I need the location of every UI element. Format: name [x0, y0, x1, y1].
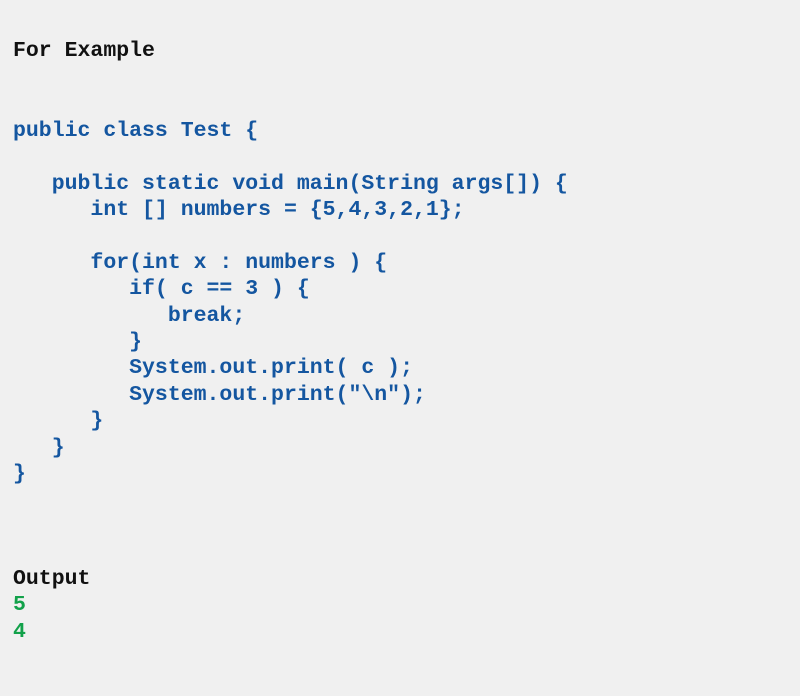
example-heading: For Example — [13, 39, 155, 63]
code-line: int [] numbers = {5,4,3,2,1}; — [13, 198, 465, 222]
code-line: for(int x : numbers ) { — [13, 251, 388, 275]
code-line: } — [13, 436, 65, 460]
code-line: if( c == 3 ) { — [13, 277, 310, 301]
code-line: } — [13, 462, 26, 486]
code-line: } — [13, 409, 104, 433]
output-line: 4 — [13, 620, 26, 644]
code-line: break; — [13, 304, 246, 328]
code-line: System.out.print( c ); — [13, 356, 413, 380]
code-line: public class Test { — [13, 119, 259, 143]
code-line: } — [13, 330, 143, 354]
code-line: System.out.print("\n"); — [13, 383, 426, 407]
output-line: 5 — [13, 593, 26, 617]
code-line: public static void main(String args[]) { — [13, 172, 568, 196]
output-heading: Output — [13, 567, 91, 591]
